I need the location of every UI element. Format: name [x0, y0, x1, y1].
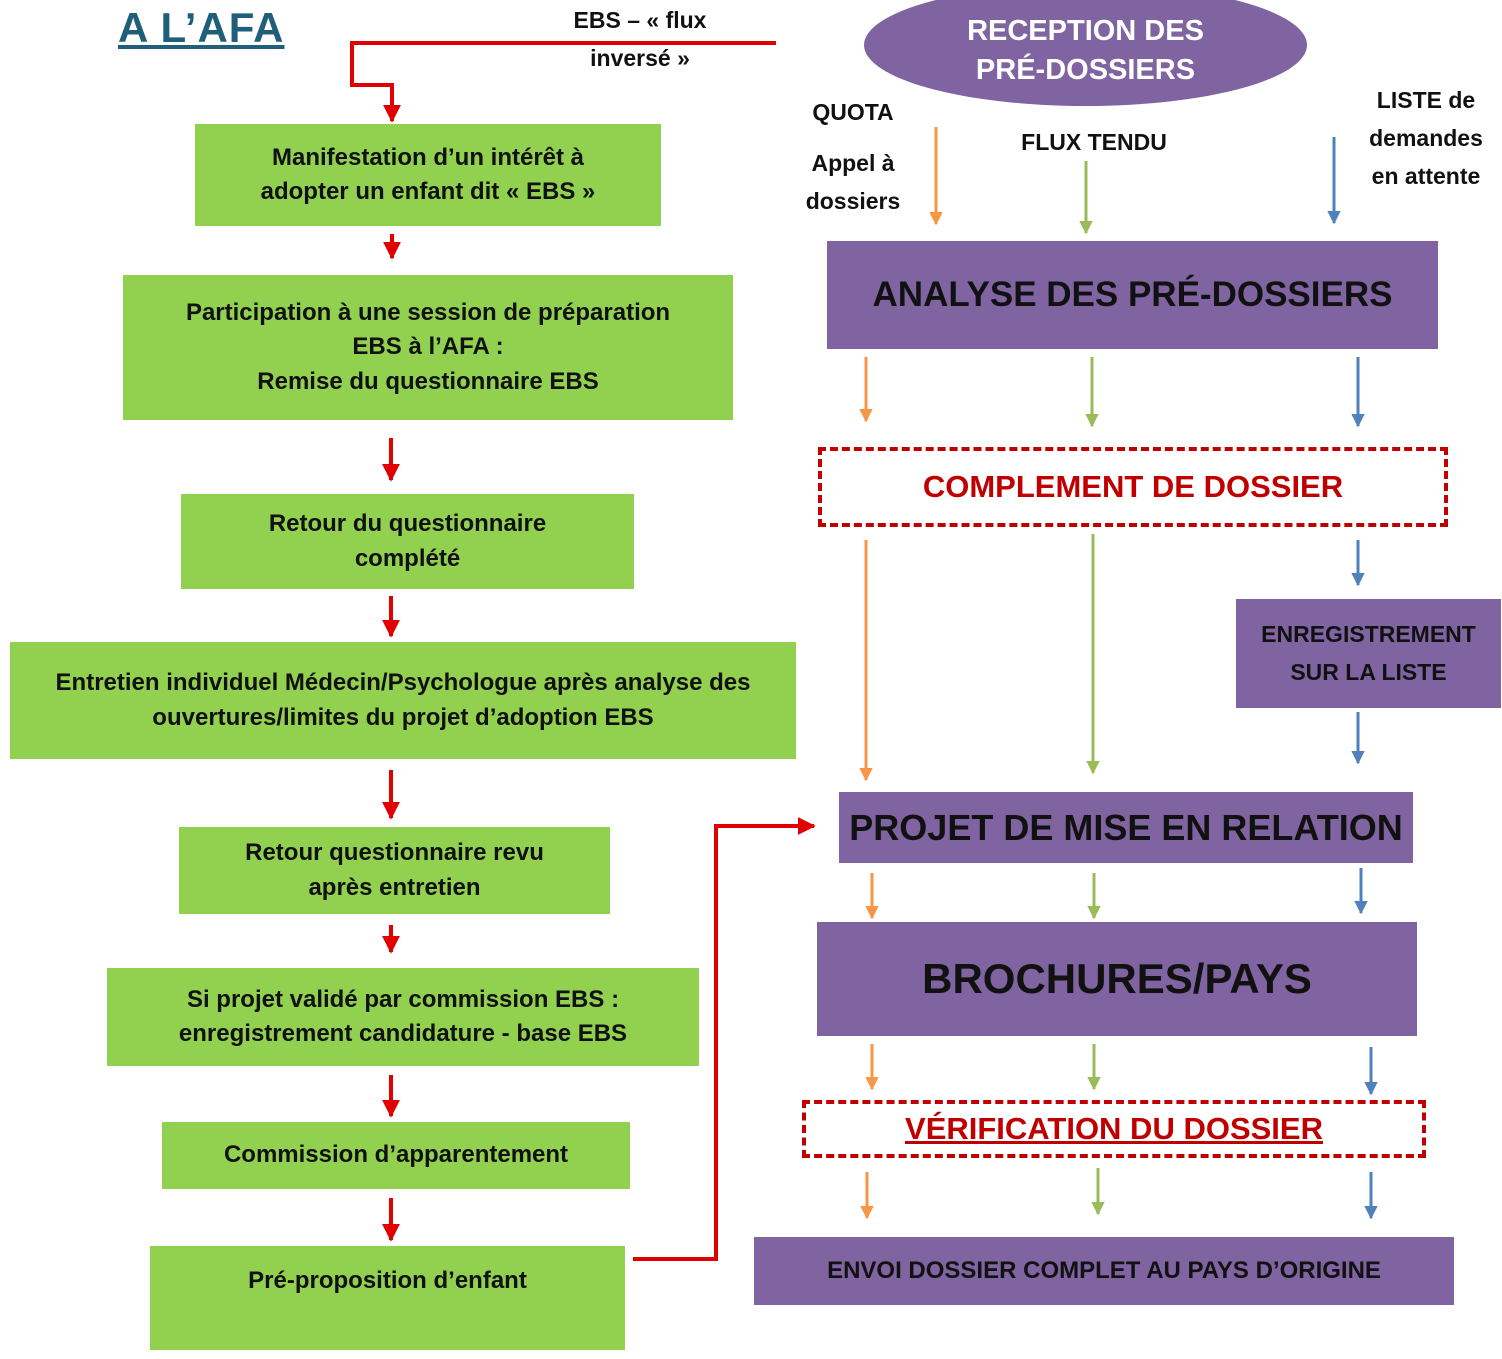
verification-box: VÉRIFICATION DU DOSSIER [802, 1100, 1426, 1158]
step-retour-revu: Retour questionnaire revu après entretie… [179, 827, 610, 914]
step-text: Retour questionnaire revu [245, 839, 544, 867]
reception-line-1: RECEPTION DES [967, 14, 1204, 47]
complement-box: COMPLEMENT DE DOSSIER [818, 447, 1448, 527]
attente-line: en attente [1371, 162, 1481, 189]
reception-ellipse: RECEPTION DES PRÉ-DOSSIERS [864, 0, 1307, 106]
demandes-line: demandes [1369, 124, 1483, 151]
connector-to-projet [633, 817, 816, 1261]
step-entretien: Entretien individuel Médecin/Psychologue… [10, 642, 796, 759]
step-text: après entretien [308, 873, 481, 901]
step-text: Remise du questionnaire EBS [257, 367, 599, 395]
step-text: enregistrement candidature - base EBS [178, 1020, 628, 1047]
channel-flux-tendu-label: FLUX TENDU [1021, 129, 1167, 155]
step-commission: Commission d’apparentement [162, 1122, 630, 1189]
enregistrement-box: ENREGISTREMENT SUR LA LISTE [1236, 599, 1501, 708]
channel-quota-label: QUOTA Appel à dossiers [798, 94, 908, 221]
envoi-box: ENVOI DOSSIER COMPLET AU PAYS D’ORIGINE [754, 1237, 1454, 1305]
step-text: ouvertures/limites du projet d’adoption … [152, 703, 654, 731]
dossiers-line: dossiers [805, 187, 901, 214]
analyse-box: ANALYSE DES PRÉ-DOSSIERS [827, 241, 1438, 349]
step-text: Retour du questionnaire [268, 510, 547, 538]
step-text: Pré-proposition d’enfant [248, 1267, 527, 1294]
appel-line: Appel à [811, 149, 895, 176]
enregistrement-line-1: ENREGISTREMENT [1261, 620, 1476, 647]
step-manifestation: Manifestation d’un intérêt à adopter un … [195, 124, 661, 226]
step-participation: Participation à une session de préparati… [123, 275, 733, 420]
step-retour-questionnaire: Retour du questionnaire complété [181, 494, 634, 589]
enregistrement-line-2: SUR LA LISTE [1290, 658, 1447, 685]
brochures-box: BROCHURES/PAYS [817, 922, 1417, 1036]
step-pre-proposition: Pré-proposition d’enfant [150, 1246, 625, 1350]
reception-line-2: PRÉ-DOSSIERS [975, 54, 1196, 86]
ebs-flux-line-1: EBS – « flux [573, 7, 707, 33]
step-text: Participation à une session de préparati… [185, 299, 671, 327]
quota-line: QUOTA [812, 99, 894, 125]
liste-line: LISTE de [1376, 87, 1476, 113]
ebs-flux-line-2: inversé » [590, 44, 690, 71]
step-text: Entretien individuel Médecin/Psychologue… [55, 669, 751, 697]
step-text: complété [354, 544, 461, 572]
step-text: Si projet validé par commission EBS : [186, 985, 620, 1013]
step-text: Commission d’apparentement [223, 1141, 569, 1169]
channel-liste-label: LISTE de demandes en attente [1355, 82, 1497, 196]
step-text: Manifestation d’un intérêt à [271, 143, 585, 171]
ebs-flux-connector [350, 41, 776, 123]
projet-box: PROJET DE MISE EN RELATION [839, 792, 1413, 863]
step-text: adopter un enfant dit « EBS » [260, 178, 596, 205]
step-text: EBS à l’AFA : [352, 333, 504, 361]
page-title: A L’AFA [118, 4, 285, 51]
ebs-flux-label: EBS – « flux inversé » [540, 2, 740, 78]
step-projet-valide: Si projet validé par commission EBS : en… [107, 968, 699, 1066]
